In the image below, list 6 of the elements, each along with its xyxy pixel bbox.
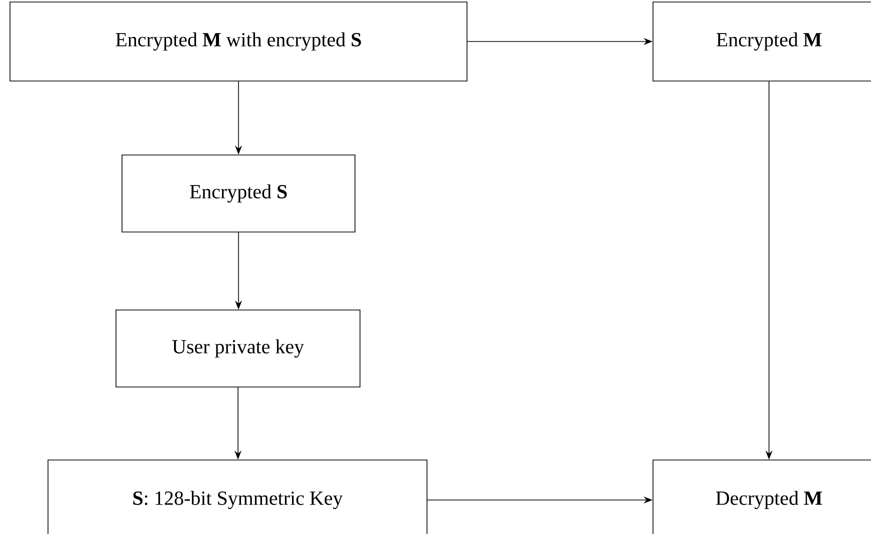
process-box: S: 128-bit Symmetric Key [48,460,428,534]
process-box: Encrypted S [122,154,356,232]
process-box: Decrypted M [652,460,871,534]
process-box: Encrypted M with encrypted S [10,2,468,82]
process-box: User private key [116,310,360,388]
process-box: Encrypted M [652,2,871,82]
